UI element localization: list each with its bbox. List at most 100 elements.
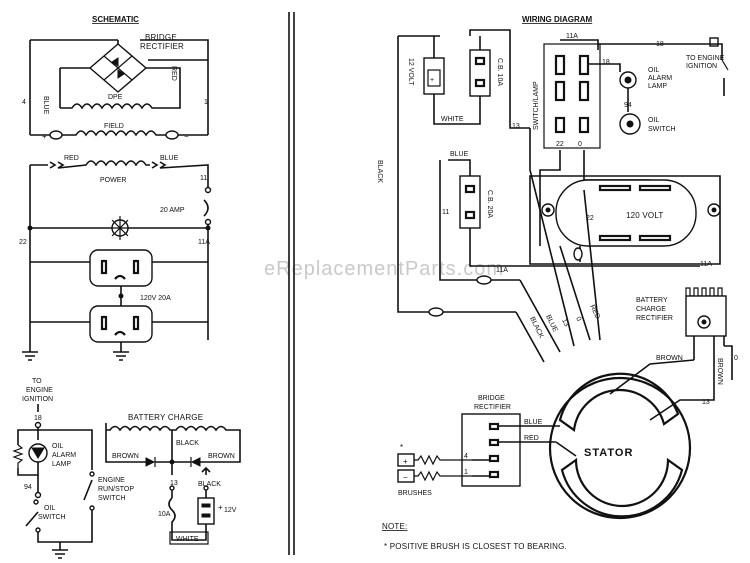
power-red-label: RED xyxy=(64,155,79,162)
w-star: * xyxy=(400,443,403,452)
breaker-20a-wiring xyxy=(459,175,481,229)
w-red-2: RED xyxy=(524,435,539,442)
w-oil-lamp-1: OIL xyxy=(648,67,659,74)
power-label: POWER xyxy=(100,177,126,184)
ignition-ground xyxy=(52,542,68,559)
engine-switch-3: SWITCH xyxy=(98,495,126,502)
w-oil-switch-1: OIL xyxy=(648,117,659,124)
w-brown-2: BROWN xyxy=(716,358,723,385)
bc-fuse: 10A xyxy=(158,511,171,518)
ign-wire-18: 18 xyxy=(34,415,42,422)
breaker-20a xyxy=(203,199,209,217)
bc-brown-left: BROWN xyxy=(112,453,139,460)
ignition-circuit: TO ENGINE IGNITION 18 OIL ALARM LAMP 94 … xyxy=(12,378,134,559)
brush-negative xyxy=(165,130,179,140)
oil-switch-2: SWITCH xyxy=(38,514,66,521)
field-minus: − xyxy=(184,132,189,141)
oil-lamp-2: ALARM xyxy=(52,452,76,459)
w-12volt: 12 VOLT xyxy=(407,58,414,86)
wiring-title: WIRING DIAGRAM xyxy=(522,15,593,24)
bridge-rectifier-label-1: BRIDGE xyxy=(145,33,177,42)
dpe-coil xyxy=(59,92,181,110)
charge-coil-right xyxy=(172,425,241,463)
brush-positive xyxy=(49,130,63,140)
w-lamp-18: 18 xyxy=(602,59,610,66)
w-brush-minus: − xyxy=(403,473,408,482)
oil-switch-symbol xyxy=(25,511,39,527)
w-white: WHITE xyxy=(441,116,464,123)
oil-switch-1: OIL xyxy=(44,505,55,512)
w-22b: 22 xyxy=(586,215,594,222)
receptacle-bottom xyxy=(89,305,153,343)
w-oil-lamp-2: ALARM xyxy=(648,75,672,82)
w-0b: 0 xyxy=(734,355,738,362)
w-0: 0 xyxy=(578,141,582,148)
receptacle-120v xyxy=(555,179,697,247)
terminal-11 xyxy=(204,186,212,194)
bc-wire-13: 13 xyxy=(170,480,178,487)
battery-charge-circuit: BATTERY CHARGE BLACK BROWN BROWN 13 BLAC… xyxy=(105,413,241,545)
schematic-title: SCHEMATIC xyxy=(92,15,139,24)
bc-white: WHITE xyxy=(176,536,199,543)
to-engine-1: TO xyxy=(32,378,42,385)
w-brown-1: BROWN xyxy=(656,355,683,362)
power-coil xyxy=(30,160,209,190)
w-13: 13 xyxy=(512,123,520,130)
w-cb20: C.B. 20A xyxy=(486,190,493,218)
blue-label: BLUE xyxy=(42,96,49,115)
bc-black-2: BLACK xyxy=(198,481,221,488)
charge-fuse xyxy=(168,497,176,530)
stator-label: STATOR xyxy=(584,447,633,459)
oil-lamp-3: LAMP xyxy=(52,461,71,468)
note-text: * POSITIVE BRUSH IS CLOSEST TO BEARING. xyxy=(384,542,567,551)
receptacle-top xyxy=(89,249,153,287)
bcr-2: CHARGE xyxy=(636,306,666,313)
w-cb10: C.B. 10A xyxy=(496,58,503,86)
to-engine-2: ENGINE xyxy=(26,387,53,394)
wire-4-label: 4 xyxy=(22,99,26,106)
bc-black: BLACK xyxy=(176,440,199,447)
ign-wire-94: 94 xyxy=(24,484,32,491)
w-switch-lamp: SWITCH/LAMP xyxy=(533,81,540,130)
bc-plus: + xyxy=(218,503,223,512)
amp-20-label: 20 AMP xyxy=(160,207,185,214)
wire-1-label: 1 xyxy=(204,99,208,106)
battery-12v xyxy=(197,497,215,525)
bcr-3: RECTIFIER xyxy=(636,315,673,322)
w-120volt: 120 VOLT xyxy=(626,211,663,220)
w-brush-plus: + xyxy=(403,457,408,466)
stator xyxy=(548,376,692,520)
w-brushes: BRUSHES xyxy=(398,490,432,497)
charge-rectifier-heatsink xyxy=(685,287,723,297)
w-bridge-2: RECTIFIER xyxy=(474,404,511,411)
engine-switch-1: ENGINE xyxy=(98,477,125,484)
bridge-rectifier-label-2: RECTIFIER xyxy=(140,42,184,51)
w-black: BLACK xyxy=(376,160,383,183)
connector-black xyxy=(428,307,444,317)
battery-plug xyxy=(423,57,445,95)
w-blue-2: BLUE xyxy=(524,419,543,426)
w-13b: 13 xyxy=(702,399,710,406)
wire-22-label: 22 xyxy=(19,239,27,246)
harness-0: 0 xyxy=(574,316,582,323)
harness-13: 13 xyxy=(560,318,570,328)
w-11a-top: 11A xyxy=(566,33,578,40)
w-4: 4 xyxy=(464,453,468,460)
ignition-terminal xyxy=(709,37,719,47)
dpe-label: DPE xyxy=(108,94,123,101)
bc-12v: 12V xyxy=(224,507,237,514)
w-11a-mid: 11A xyxy=(496,267,508,274)
w-22: 22 xyxy=(556,141,564,148)
bc-brown-right: BROWN xyxy=(208,453,235,460)
wiring-diagram: WIRING DIAGRAM 11A 18 TO ENGINE IGNITION… xyxy=(376,15,738,551)
field-plus: + xyxy=(42,132,47,141)
battery-charge-title: BATTERY CHARGE xyxy=(128,413,203,422)
field-label: FIELD xyxy=(104,123,124,130)
oil-lamp-1: OIL xyxy=(52,443,63,450)
field-coil xyxy=(62,130,166,137)
note-title: NOTE: xyxy=(382,522,407,531)
to-engine-3: IGNITION xyxy=(22,396,53,403)
harness-blue: BLUE xyxy=(544,314,558,334)
w-oil-lamp-3: LAMP xyxy=(648,83,667,90)
